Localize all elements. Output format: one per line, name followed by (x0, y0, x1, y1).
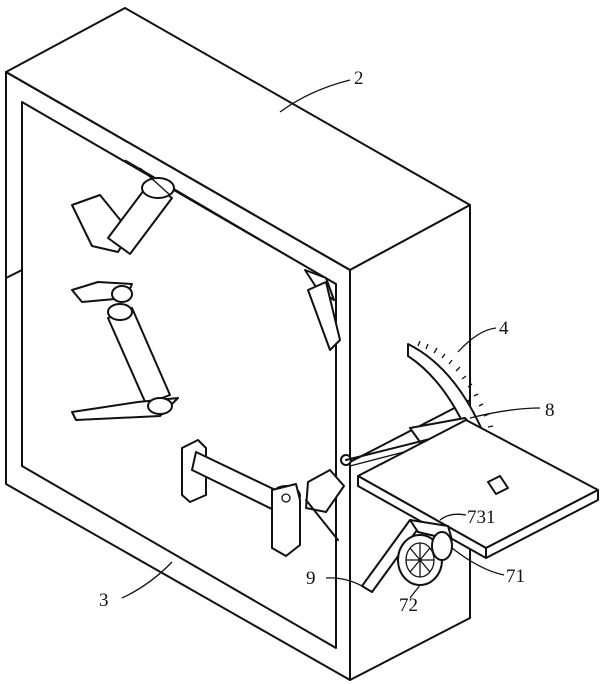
leader-3 (121, 561, 173, 599)
label-3: 3 (99, 590, 109, 611)
frame-top-face (5, 7, 471, 271)
label-71: 71 (506, 566, 525, 587)
lower-roller-right-bracket (271, 483, 301, 557)
middle-left-clamp (71, 281, 179, 421)
leader-72 (409, 585, 421, 599)
right-seam (349, 399, 471, 463)
upper-left-clamp (71, 167, 175, 255)
upper-left-clamp-roller (107, 181, 173, 255)
lower-right-pusher-rod (305, 499, 339, 541)
reference-labels: 2 3 4 8 731 71 9 72 (99, 68, 555, 616)
label-72: 72 (399, 595, 418, 616)
upper-left-clamp-rod (139, 167, 171, 196)
platform-plate (357, 419, 599, 559)
label-9: 9 (306, 568, 316, 589)
middle-left-clamp-roller (107, 307, 171, 405)
wheel-spokes (406, 543, 434, 577)
upper-right-clamp-roller (307, 281, 341, 351)
leader-4 (457, 327, 497, 353)
leader-2 (279, 79, 351, 113)
lower-roller (181, 439, 301, 557)
wheel-axle-end (431, 531, 453, 561)
label-731: 731 (467, 507, 496, 528)
label-8: 8 (545, 400, 555, 421)
wheel-assembly (361, 519, 453, 593)
lower-roller-pin (281, 493, 291, 503)
middle-left-clamp-roller-end (107, 303, 133, 321)
upper-right-clamp (304, 269, 341, 351)
middle-left-clamp-top-hub (111, 285, 133, 303)
box-frame (5, 7, 471, 681)
leader-71 (451, 547, 505, 576)
platform-slot (487, 475, 509, 495)
leader-9 (325, 577, 363, 587)
upper-left-clamp-hub (141, 177, 175, 199)
lower-right-pusher (305, 469, 345, 541)
leader-lines (121, 79, 541, 599)
platform-side-edge (485, 489, 599, 559)
label-2: 2 (354, 68, 364, 89)
lower-right-pusher-body (305, 469, 345, 513)
leader-8 (469, 407, 541, 419)
left-seam (5, 269, 23, 279)
frame-front-face (5, 71, 351, 681)
label-4: 4 (499, 318, 509, 339)
middle-left-clamp-bottom-hub (147, 397, 173, 415)
leader-731 (439, 513, 467, 521)
